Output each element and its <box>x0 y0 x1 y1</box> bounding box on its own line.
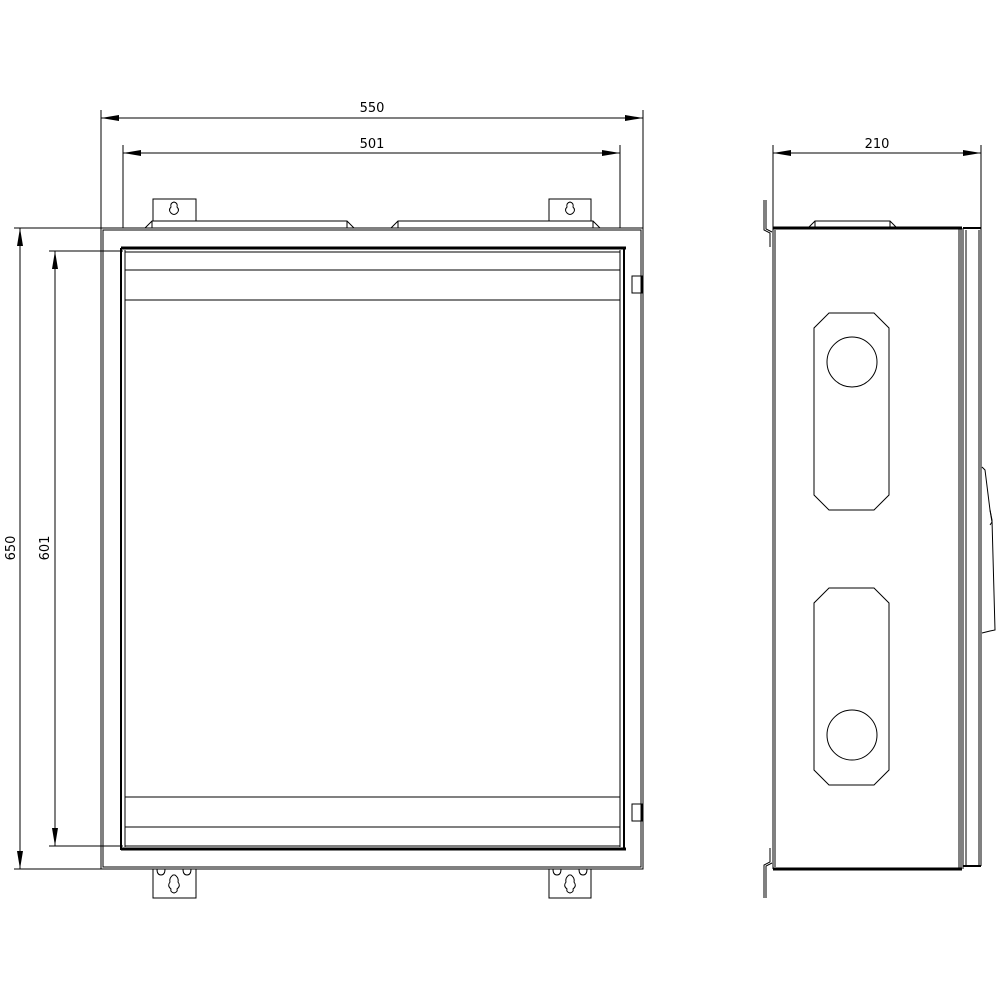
top-right-mounting-bracket <box>548 198 592 222</box>
side-door-profile <box>963 227 982 867</box>
bottom-right-mounting-bracket <box>548 868 592 899</box>
side-top-wall-bracket <box>763 200 773 247</box>
bottom-left-mounting-bracket <box>152 868 197 899</box>
dimension-inner-height: 601 <box>38 250 123 847</box>
top-label-strip <box>125 269 620 301</box>
front-view: 550 501 650 601 <box>4 101 644 899</box>
side-enclosure-body <box>772 226 964 871</box>
dimension-label-601: 601 <box>38 536 53 561</box>
enclosure-door <box>120 246 626 851</box>
dimension-label-210: 210 <box>865 137 890 152</box>
dimension-label-550: 550 <box>360 101 385 116</box>
dimension-overall-width: 550 <box>100 101 644 228</box>
top-gland-plate-right <box>389 220 602 229</box>
bottom-label-strip <box>125 796 620 828</box>
top-hinge <box>631 275 643 294</box>
dimension-overall-height: 650 <box>4 227 101 870</box>
side-view: 210 <box>763 137 996 898</box>
enclosure-body <box>100 227 644 870</box>
side-bottom-wall-bracket <box>763 848 773 898</box>
door-handle <box>981 466 996 634</box>
lower-knockout-plate <box>813 587 890 786</box>
dimension-label-501: 501 <box>360 137 385 152</box>
dimension-inner-width: 501 <box>122 137 621 228</box>
top-left-mounting-bracket <box>152 198 197 222</box>
dimension-label-650: 650 <box>4 536 19 561</box>
bottom-hinge <box>631 803 643 822</box>
dimension-depth: 210 <box>772 137 982 228</box>
upper-knockout-plate <box>813 312 890 511</box>
top-gland-plate-left <box>143 220 356 229</box>
